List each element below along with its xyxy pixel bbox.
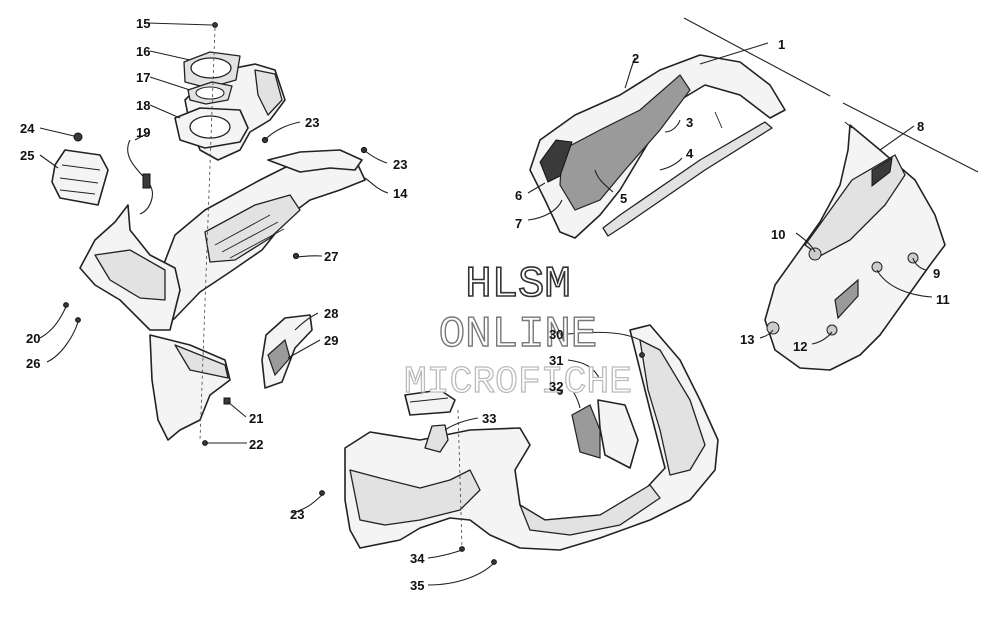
callout-22: 22 (249, 437, 263, 452)
callout-33: 33 (482, 411, 496, 426)
callout-29: 29 (324, 333, 338, 348)
callout-34: 34 (410, 551, 425, 566)
callout-17: 17 (136, 70, 150, 85)
callout-21: 21 (249, 411, 263, 426)
leader-lines (39, 17, 979, 586)
callout-9: 9 (933, 266, 940, 281)
callout-35: 35 (410, 578, 424, 593)
callout-18: 18 (136, 98, 150, 113)
callout-23-lower: 23 (290, 507, 304, 522)
callout-10: 10 (771, 227, 785, 242)
callout-32: 32 (549, 379, 563, 394)
callout-14: 14 (393, 186, 408, 201)
callout-23-console: 23 (393, 157, 407, 172)
callout-3: 3 (686, 115, 693, 130)
callout-2: 2 (632, 51, 639, 66)
callout-4: 4 (686, 146, 694, 161)
callout-23-upper: 23 (305, 115, 319, 130)
side-panel-assembly (529, 54, 786, 239)
belly-pan-assembly (319, 324, 719, 565)
callout-13: 13 (740, 332, 754, 347)
callout-16: 16 (136, 44, 150, 59)
callout-5: 5 (620, 191, 627, 206)
callout-27: 27 (324, 249, 338, 264)
callout-11: 11 (936, 292, 950, 307)
callout-1: 1 (778, 37, 785, 52)
callout-7: 7 (515, 216, 522, 231)
nose-panel-assembly (764, 121, 946, 371)
callout-26: 26 (26, 356, 40, 371)
callout-19: 19 (136, 125, 150, 140)
watermark: HLSM ONLINE MICROFICHE (403, 259, 632, 404)
callout-15: 15 (136, 16, 150, 31)
left-console-assembly (51, 22, 368, 446)
watermark-line-3: MICROFICHE (404, 361, 632, 404)
callout-31: 31 (549, 353, 563, 368)
callout-28: 28 (324, 306, 338, 321)
callout-20: 20 (26, 331, 40, 346)
callout-30: 30 (549, 327, 563, 342)
watermark-line-2: ONLINE (439, 310, 597, 360)
callout-12: 12 (793, 339, 807, 354)
watermark-line-1: HLSM (465, 260, 571, 310)
callout-25: 25 (20, 148, 34, 163)
callout-labels: 1 2 3 4 5 6 7 8 9 10 11 12 13 14 15 16 1… (20, 16, 950, 593)
callout-24: 24 (20, 121, 35, 136)
callout-8: 8 (917, 119, 924, 134)
callout-6: 6 (515, 188, 522, 203)
